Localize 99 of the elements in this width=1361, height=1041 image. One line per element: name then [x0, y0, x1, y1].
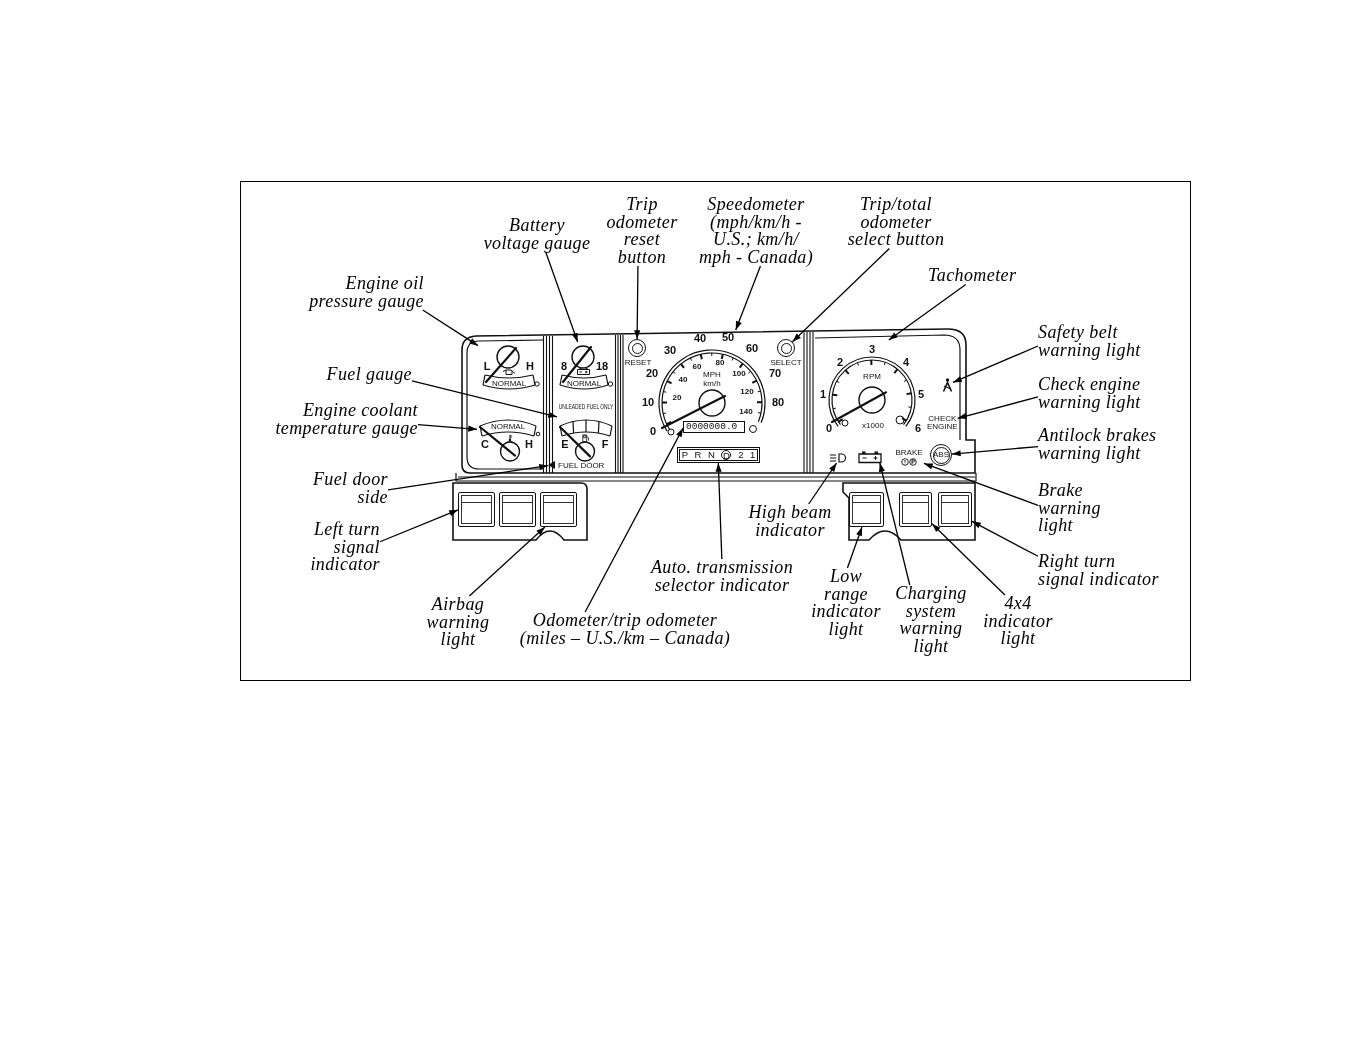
leader-line	[971, 520, 1039, 557]
indicator-lens	[458, 492, 495, 527]
leader-line	[715, 462, 723, 560]
scale-label: 8	[560, 360, 568, 372]
callout-label: Battery voltage gauge	[483, 217, 591, 252]
callout-label: Tachometer	[928, 267, 1017, 285]
scale-label: NORMAL	[566, 379, 602, 388]
callout-label: Charging system warning light	[895, 585, 967, 655]
scale-label: H	[526, 360, 534, 372]
callout-label: Auto. transmission selector indicator	[650, 559, 794, 594]
indicator-lens	[938, 492, 972, 527]
indicator-lens	[499, 492, 536, 527]
dial-number: 0	[825, 422, 833, 434]
callout-label: Odometer/trip odometer (miles – U.S./km – Canada)	[519, 612, 731, 647]
callout-label: Check engine warning light	[1038, 376, 1141, 411]
battery-icon	[858, 451, 882, 463]
dial-number: 0	[649, 425, 657, 437]
scale-label: NORMAL	[490, 423, 526, 431]
dial-number: 80	[771, 396, 785, 408]
callout-label: Antilock brakes warning light	[1038, 427, 1157, 462]
dial-number: 120	[740, 388, 754, 396]
leader-line	[417, 424, 478, 432]
leader-line	[952, 345, 1039, 384]
dial-number: 100	[732, 370, 746, 378]
leader-line	[545, 251, 579, 343]
scale-label: NORMAL	[491, 379, 527, 388]
seatbelt-icon	[942, 378, 953, 392]
scale-label: E	[561, 438, 569, 450]
dial-number: 80	[715, 359, 725, 367]
unit-label: km/h	[703, 380, 721, 388]
dial-number: 60	[745, 342, 759, 354]
callout-label: Engine oil pressure gauge	[309, 275, 424, 310]
callout-label: Engine coolant temperature gauge	[275, 402, 418, 437]
callout-label: Fuel door side	[312, 471, 388, 506]
unit-label: RPM	[863, 373, 881, 381]
dial-number: 6	[914, 422, 922, 434]
callout-label: Brake warning light	[1038, 482, 1101, 535]
indicator-label: BRAKE	[894, 449, 924, 457]
leader-line	[931, 523, 1006, 596]
leader-line	[957, 396, 1039, 419]
scale-label: 18	[595, 360, 609, 372]
leader-line	[411, 380, 558, 418]
leader-line	[888, 283, 967, 341]
leader-line	[923, 462, 1039, 507]
scale-label: H	[525, 438, 533, 450]
leader-line	[584, 427, 684, 613]
leader-line	[634, 265, 641, 340]
leader-line	[846, 526, 863, 569]
unit-label: MPH	[703, 371, 721, 379]
dial-number: 2	[836, 356, 844, 368]
dial-number: 70	[768, 367, 782, 379]
dial-number: 5	[917, 388, 925, 400]
gear-indicator-display: P R N D 2 1	[677, 447, 760, 463]
button-label: RESET	[624, 359, 652, 367]
callout-label: Safety belt warning light	[1038, 324, 1141, 359]
dial-number: 40	[693, 332, 707, 344]
leader-line	[379, 509, 459, 543]
warning-label: CHECK ENGINE	[927, 415, 958, 431]
leader-line	[422, 309, 479, 347]
dial-number: 60	[692, 363, 702, 371]
marker-label: FUEL DOOR	[558, 462, 605, 470]
dial-number: 40	[678, 376, 688, 384]
callout-label: Low range indicator light	[811, 568, 881, 638]
callout-label: Trip/total odometer select button	[847, 196, 945, 249]
dial-number: 4	[902, 356, 910, 368]
leader-line	[468, 526, 546, 597]
dial-number: 1	[819, 388, 827, 400]
leader-line	[808, 462, 838, 505]
scale-label: F	[601, 438, 609, 450]
odometer-display: 0000000.0	[683, 421, 745, 433]
leader-line	[791, 247, 890, 343]
button-label: SELECT	[770, 359, 802, 367]
scale-label: C	[481, 438, 489, 450]
scale-label: L	[483, 360, 491, 372]
dial-number: 140	[739, 408, 753, 416]
arrow-icon	[548, 461, 555, 469]
leader-line	[387, 463, 549, 491]
callout-label: Airbag warning light	[426, 596, 490, 649]
dial-number: 3	[868, 343, 876, 355]
indicator-lens	[899, 492, 932, 527]
leader-line	[735, 265, 762, 331]
callout-label: High beam indicator	[748, 504, 832, 539]
dial-number: 50	[721, 331, 735, 343]
callout-label: Right turn signal indicator	[1038, 553, 1159, 588]
callout-label: Fuel gauge	[326, 366, 412, 384]
callout-label: Speedometer (mph/km/h - U.S.; km/h/ mph - Canada)	[698, 196, 814, 266]
callout-label: Trip odometer reset button	[606, 196, 678, 266]
callout-label: 4x4 indicator light	[983, 595, 1053, 648]
dial-number: 20	[645, 367, 659, 379]
leader-line	[878, 462, 911, 586]
dial-number: 30	[663, 344, 677, 356]
indicator-lens	[540, 492, 577, 527]
leader-line	[951, 445, 1039, 457]
dial-number: 20	[672, 394, 682, 402]
unit-label: x1000	[862, 422, 884, 430]
high-beam-icon	[830, 453, 848, 463]
dial-number: 10	[641, 396, 655, 408]
indicator-lens	[849, 492, 884, 527]
callout-label: Left turn signal indicator	[310, 521, 380, 574]
